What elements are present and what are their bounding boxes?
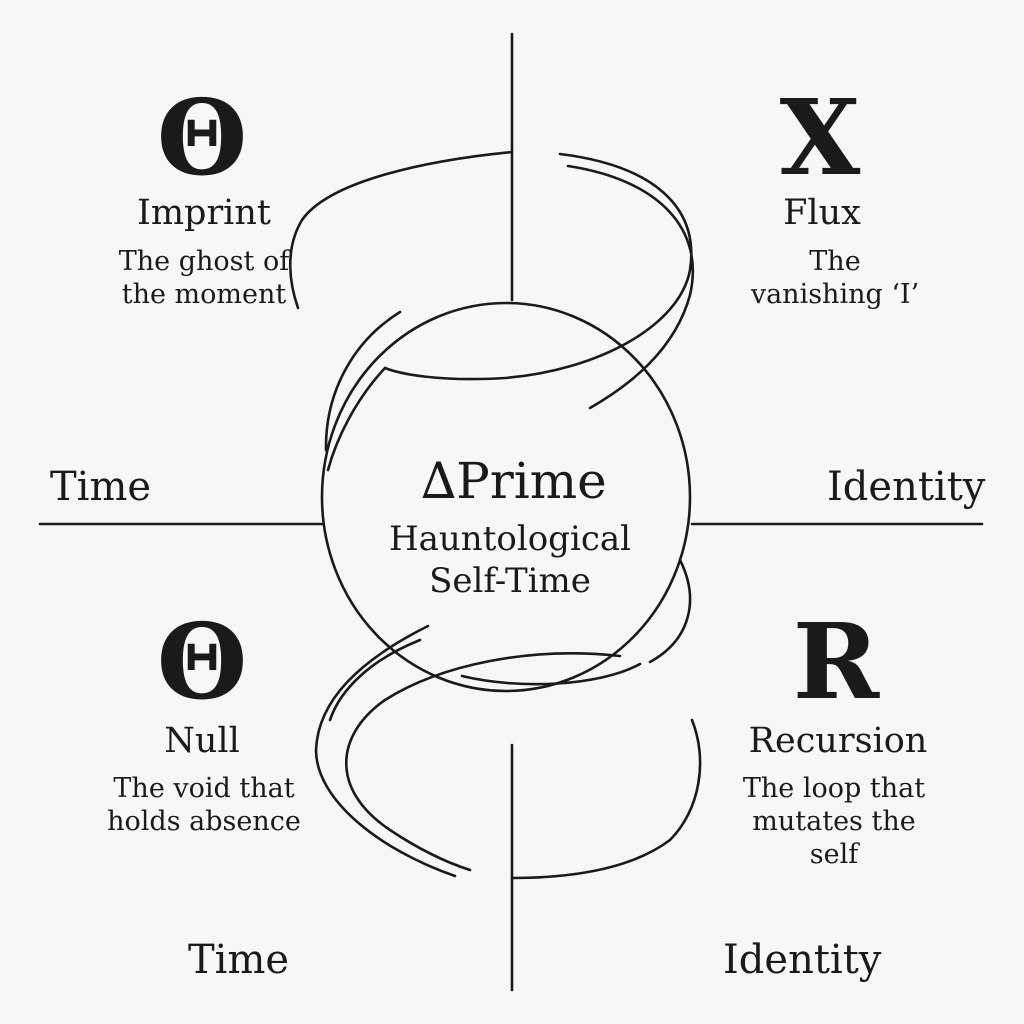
imprint-description: The ghost of the moment [119, 245, 289, 311]
imprint-symbol: Θ [157, 86, 248, 190]
flux-description: The vanishing ‘I’ [741, 245, 930, 311]
axis-label-time-left: Time [50, 467, 151, 507]
top-left-arc [290, 152, 512, 308]
bottom-right-arc [512, 720, 700, 878]
recursion-description: The loop that mutates the self [739, 772, 929, 871]
center-title: ∆Prime [421, 456, 606, 506]
flux-title: Flux [783, 196, 861, 231]
bottom-ribbon-outer [316, 626, 455, 876]
imprint-title: Imprint [137, 196, 271, 231]
null-description: The void that holds absence [107, 772, 301, 838]
bottom-ribbon-inner [346, 653, 620, 870]
null-title: Null [164, 724, 240, 759]
null-symbol: Θ [157, 610, 248, 714]
recursion-title: Recursion [749, 724, 928, 759]
bottom-ribbon-fold-a [462, 664, 640, 684]
top-ribbon-fold-b [326, 312, 400, 450]
flux-symbol: X [780, 86, 861, 190]
center-subtitle: Hauntological Self-Time [389, 518, 631, 602]
axis-label-identity-right: Identity [827, 467, 985, 507]
top-ribbon-outer [385, 154, 691, 379]
recursion-symbol: R [793, 610, 879, 714]
axis-label-time-bottom: Time [188, 940, 289, 980]
axis-label-identity-bottom: Identity [723, 940, 881, 980]
